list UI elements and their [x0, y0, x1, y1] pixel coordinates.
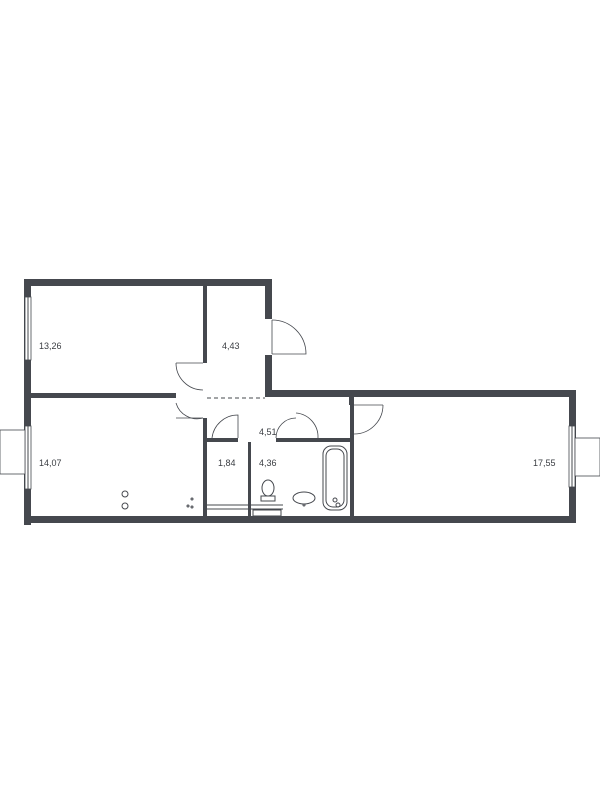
wall-mid-left — [31, 393, 176, 398]
wall-left — [24, 279, 31, 525]
fixtures — [121, 445, 348, 511]
details — [207, 397, 283, 517]
toilet-tank — [260, 495, 276, 502]
toilet-bowl — [261, 479, 275, 497]
door-room1-arc — [175, 362, 204, 391]
room-area-label: 4,51 — [259, 427, 277, 437]
wall-stub — [349, 397, 354, 405]
fixture-dot-3 — [190, 505, 194, 509]
wall-wc-top-2 — [276, 438, 318, 442]
door-storage-arc — [211, 414, 239, 439]
sink-tap — [302, 503, 306, 507]
room-area-label: 13,26 — [39, 341, 62, 351]
wall-corridor-lower — [203, 418, 207, 516]
wall-bath-top — [318, 438, 354, 442]
wall-bottom — [24, 516, 576, 523]
balcony-left — [0, 429, 26, 475]
door-room7-arc — [353, 404, 384, 435]
wall-wc-top-1 — [203, 438, 238, 442]
area-labels: 13,26 4,43 14,07 4,51 1,84 4,36 17,55 — [39, 341, 556, 468]
fixture-dot-1 — [186, 504, 190, 508]
bathtub-inner — [325, 448, 345, 508]
windows — [0, 296, 600, 490]
doors — [175, 319, 384, 439]
room-area-label: 1,84 — [218, 458, 236, 468]
room-area-label: 14,07 — [39, 458, 62, 468]
walls — [24, 279, 576, 525]
door-entrance-arc — [271, 319, 307, 355]
door-bath-arc — [295, 412, 319, 439]
wall-step-upper — [265, 279, 272, 319]
door-room3-arc — [175, 402, 204, 420]
room-area-label: 4,36 — [259, 458, 277, 468]
sink — [292, 491, 316, 505]
room-area-label: 17,55 — [533, 458, 556, 468]
fixture-circle-1 — [121, 490, 129, 498]
bathtub-tap — [335, 502, 341, 508]
wall-top-left — [24, 279, 272, 286]
balcony-right — [574, 437, 600, 477]
fixture-dot-2 — [190, 497, 194, 501]
wall-step-lower — [265, 355, 272, 397]
wall-wc-partition — [248, 442, 251, 516]
door-wc-arc — [275, 417, 297, 439]
wall-bath-right — [350, 397, 354, 516]
bathtub-drain — [332, 497, 338, 503]
bathtub — [322, 445, 348, 511]
fixture-circle-2 — [121, 502, 129, 510]
wall-corridor-upper — [203, 286, 207, 363]
wall-top-right — [265, 390, 576, 397]
cabinet — [252, 509, 282, 517]
room-area-label: 4,43 — [222, 341, 240, 351]
